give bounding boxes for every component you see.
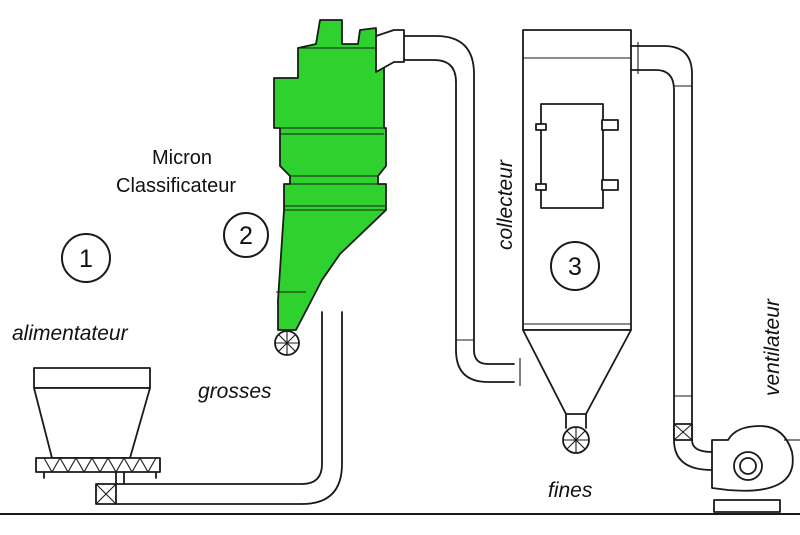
classifier-label-line2: Classificateur	[116, 175, 236, 197]
fan-label: ventilateur	[761, 298, 784, 396]
classifier-unit	[273, 19, 387, 356]
classifier-outlet-pipe	[375, 29, 521, 386]
classifier-body	[273, 19, 387, 331]
feed-pipe	[95, 311, 343, 505]
badge-collector: 3	[550, 241, 600, 291]
feeder-label: alimentateur	[12, 322, 129, 345]
classifier-label-line1: Micron	[152, 147, 212, 169]
badge-collector-number: 3	[568, 253, 582, 281]
feeder-hopper	[33, 387, 151, 459]
fan-unit	[711, 425, 800, 513]
feeder-screw	[35, 457, 161, 473]
fan-base	[713, 499, 781, 513]
collector-cone	[522, 329, 632, 415]
badge-feeder-number: 1	[79, 245, 93, 273]
screw-flight	[43, 456, 157, 474]
collector-label: collecteur	[494, 159, 517, 250]
fan-suction-pipe	[630, 42, 713, 471]
badge-classifier: 2	[223, 212, 269, 258]
fines-label: fines	[548, 479, 593, 502]
feeder-unit	[33, 367, 161, 479]
collector-door	[540, 103, 604, 209]
badge-feeder: 1	[61, 233, 111, 283]
feeder-hopper-rim	[33, 367, 151, 389]
badge-classifier-number: 2	[239, 222, 253, 250]
coarse-label: grosses	[198, 380, 272, 403]
